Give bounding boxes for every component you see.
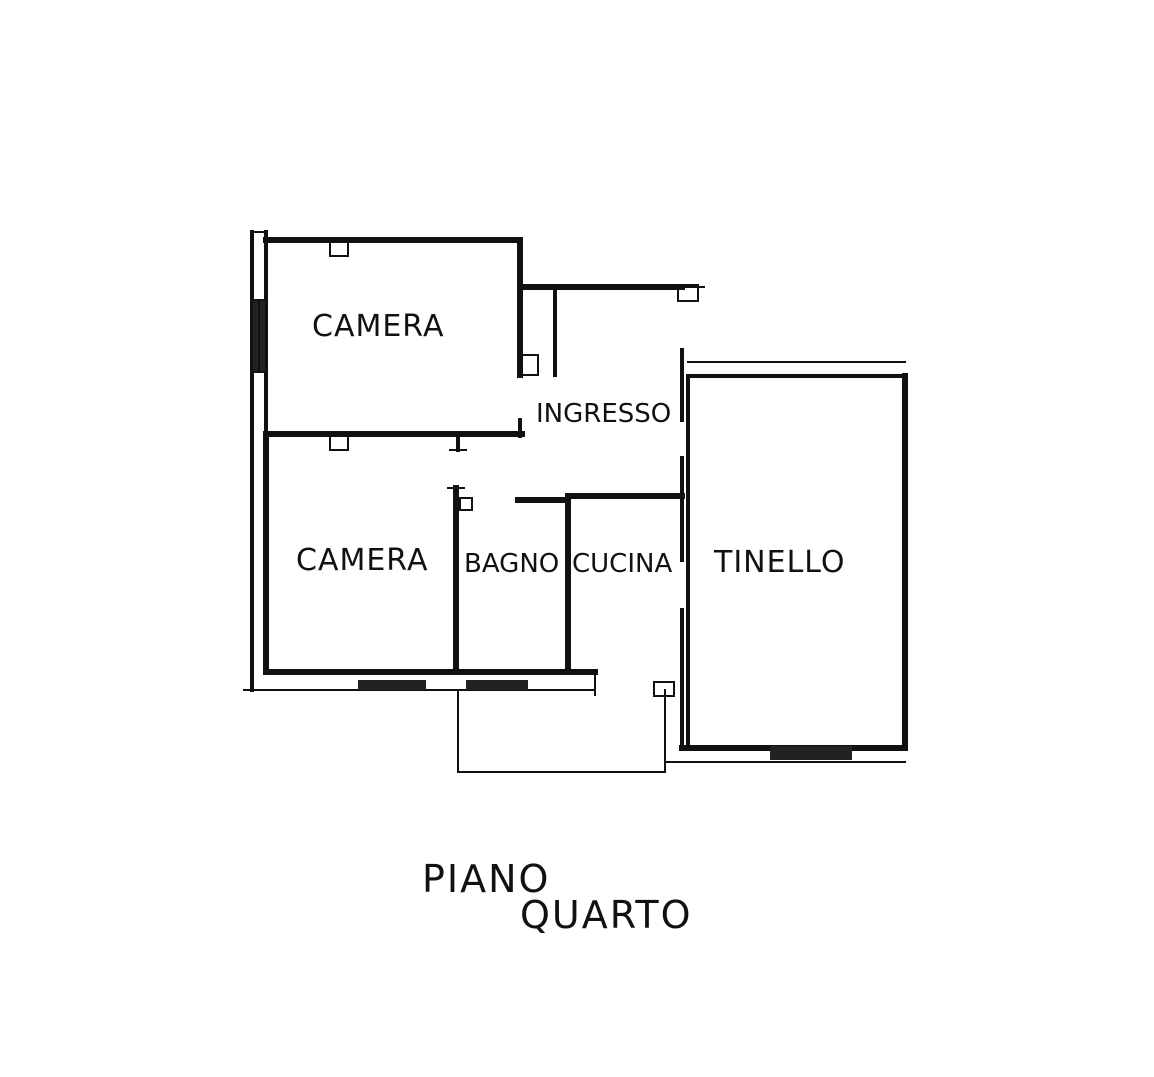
- window-tinello: [770, 746, 852, 760]
- room-label-cucina: CUCINA: [572, 549, 672, 579]
- balcony: [457, 681, 675, 773]
- room-label-bagno: BAGNO: [464, 549, 559, 579]
- plan-caption-line1: PIANO: [422, 857, 550, 901]
- room-label-tinello: TINELLO: [713, 545, 846, 580]
- window-camera-2: [358, 680, 426, 690]
- lower-rooms-walls: [243, 431, 685, 696]
- room-label-camera-2: CAMERA: [296, 543, 428, 578]
- ingresso-walls: [519, 284, 705, 747]
- camera-1-walls: [263, 237, 539, 452]
- window-bagno: [466, 680, 528, 690]
- room-label-camera-1: CAMERA: [312, 309, 444, 344]
- tinello-walls: [664, 361, 908, 763]
- room-label-ingresso: INGRESSO: [536, 399, 671, 429]
- plan-caption-line2: QUARTO: [520, 893, 692, 937]
